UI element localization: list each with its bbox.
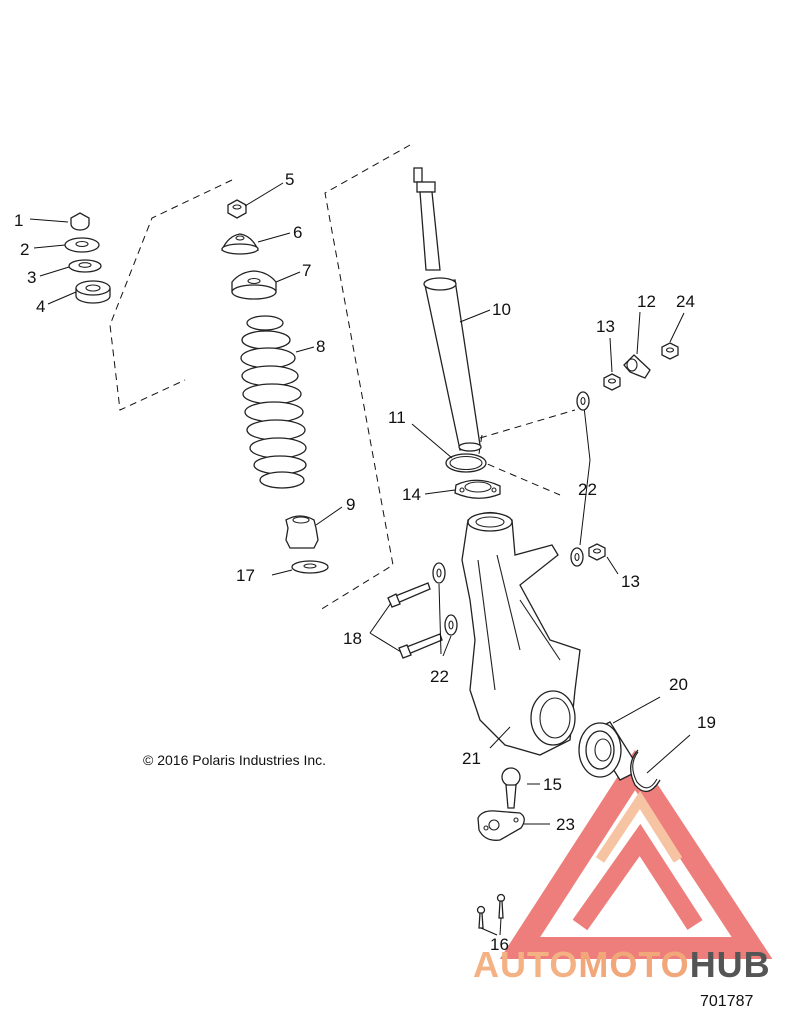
watermark-hub: HUB (690, 944, 771, 985)
callout-22-lower: 22 (430, 667, 449, 686)
watermark-moto: MOTO (578, 944, 689, 985)
callout-23: 23 (556, 815, 575, 834)
callout-2: 2 (20, 240, 29, 259)
part-4-bushing (75, 280, 111, 304)
callout-labels: 1 2 3 4 5 6 7 8 9 10 11 12 13 13 14 15 1… (14, 170, 716, 954)
callout-18: 18 (343, 629, 362, 648)
callout-21: 21 (462, 749, 481, 768)
part-9-bump-stop (285, 515, 319, 549)
part-23-mounting-plate (477, 810, 525, 841)
part-21-steering-knuckle (461, 511, 581, 756)
part-2-washer (64, 237, 100, 253)
part-19-snap-ring (630, 749, 661, 792)
svg-text:AUTOMOTOHUB: AUTOMOTOHUB (473, 944, 771, 985)
part-1-nut (70, 212, 90, 231)
watermark-text: AUTOMOTOHUB (473, 944, 771, 985)
part-5-nut (227, 199, 247, 219)
callout-20: 20 (669, 675, 688, 694)
part-8-coil-spring (240, 315, 307, 489)
callout-7: 7 (302, 261, 311, 280)
part-24-nut (661, 342, 679, 360)
assembly-dashed-lines (109, 144, 591, 611)
part-18-bolt-lower (398, 633, 443, 659)
part-11-oring (445, 453, 487, 473)
callout-13-upper: 13 (596, 317, 615, 336)
part-22-washer-lower (444, 614, 458, 636)
part-3-washer (68, 259, 102, 273)
callout-9: 9 (346, 495, 355, 514)
callout-8: 8 (316, 337, 325, 356)
callout-19: 19 (697, 713, 716, 732)
callout-17: 17 (236, 566, 255, 585)
callout-6: 6 (293, 223, 302, 242)
part-15-ball-joint (501, 767, 521, 809)
callout-16: 16 (490, 935, 509, 954)
part-16-bolts (476, 893, 506, 929)
part-10-shock-absorber (413, 167, 482, 452)
part-17-washer (291, 560, 329, 574)
part-12-clip (623, 354, 651, 379)
callout-15: 15 (543, 775, 562, 794)
callout-22-right: 22 (578, 480, 597, 499)
callout-11: 11 (388, 408, 406, 427)
callout-1: 1 (14, 211, 23, 230)
callout-4: 4 (36, 297, 45, 316)
part-13-nut-upper (603, 373, 621, 391)
callout-5: 5 (285, 170, 294, 189)
callout-14: 14 (402, 485, 421, 504)
callout-12: 12 (637, 292, 656, 311)
part-13-nut-lower (588, 543, 606, 561)
callout-24: 24 (676, 292, 695, 311)
callout-13-lower: 13 (621, 572, 640, 591)
watermark-auto: AUTO (473, 944, 578, 985)
part-7-spring-seat (231, 270, 277, 300)
part-14-upper-mount (454, 479, 501, 499)
part-18-bolt-upper (387, 582, 431, 608)
part-22-washer-upper (432, 562, 446, 584)
part-22-washer-right-lower (570, 547, 584, 567)
diagram-number: 701787 (700, 993, 753, 1010)
part-6-cup-washer (221, 233, 259, 255)
callout-3: 3 (27, 268, 36, 287)
leader-lines (29, 182, 691, 936)
part-22-washer-right-upper (576, 391, 590, 411)
callout-10: 10 (492, 300, 511, 319)
watermark-logo (499, 749, 773, 959)
copyright-text: © 2016 Polaris Industries Inc. (143, 752, 326, 768)
